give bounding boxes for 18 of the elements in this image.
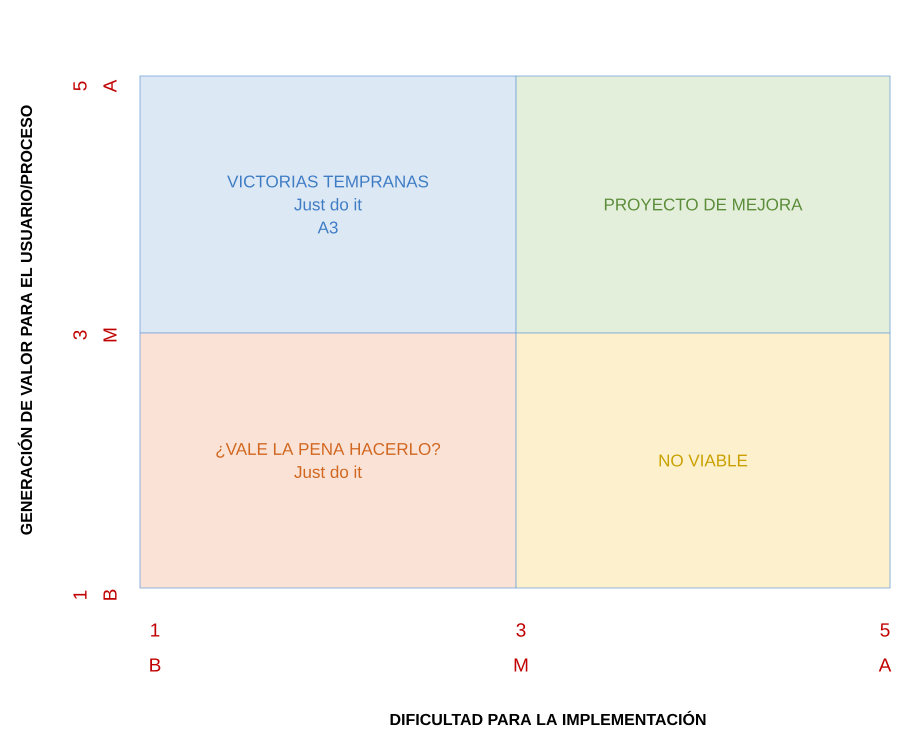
tick-label: 3 bbox=[516, 623, 526, 637]
tick-label: M bbox=[103, 328, 117, 342]
quadrant-box: ¿VALE LA PENA HACERLO? Just do it bbox=[140, 332, 516, 588]
axis-title: GENERACIÓN DE VALOR PARA EL USUARIO/PROCESO bbox=[18, 105, 32, 535]
tick-label: 1 bbox=[151, 623, 160, 637]
quadrant-box: NO VIABLE bbox=[516, 332, 890, 588]
tick-label: A bbox=[103, 80, 117, 92]
quadrant-box: PROYECTO DE MEJORA bbox=[516, 76, 890, 334]
quadrant-box: VICTORIAS TEMPRANAS Just do it A3 bbox=[140, 76, 516, 334]
tick-label: 3 bbox=[73, 330, 87, 340]
axis-title: DIFICULTAD PARA LA IMPLEMENTACIÓN bbox=[390, 710, 706, 726]
tick-label: 5 bbox=[880, 623, 890, 637]
tick-label: B bbox=[150, 658, 160, 672]
tick-label: B bbox=[103, 590, 117, 600]
tick-label: 1 bbox=[73, 590, 87, 599]
tick-label: M bbox=[514, 658, 528, 672]
tick-label: A bbox=[878, 658, 892, 672]
tick-label: 5 bbox=[73, 82, 87, 91]
